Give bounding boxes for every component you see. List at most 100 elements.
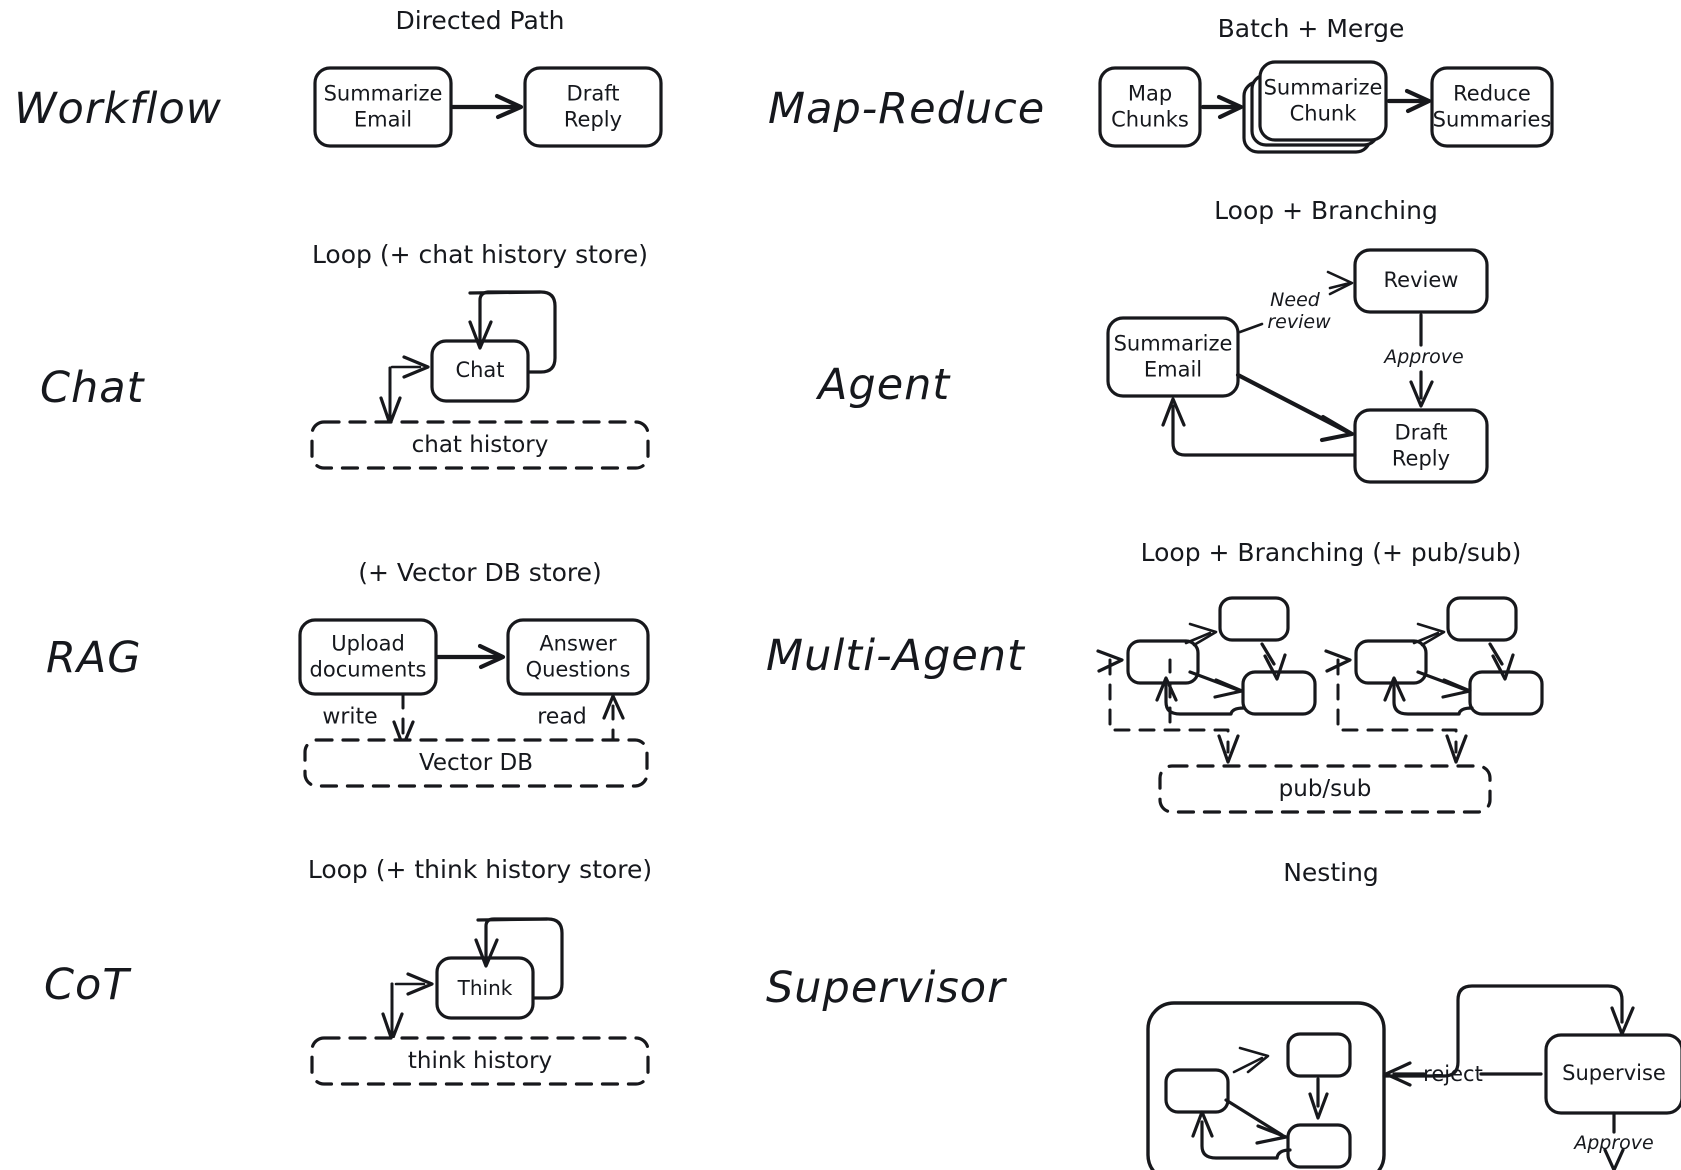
node-review (1353, 248, 1489, 314)
store-label-think-history: think history (407, 1048, 553, 1074)
cot-graph (310, 917, 650, 1086)
arrowhead (1188, 622, 1218, 647)
row-label-supervisor: Supervisor (766, 963, 1006, 1013)
arrowhead (1319, 414, 1355, 443)
arrowhead (1217, 734, 1240, 764)
caption-agent: Loop + Branching (1214, 196, 1438, 225)
edge-b-top-to-right (1488, 642, 1504, 666)
row-label-map-reduce: Map-Reduce (768, 84, 1046, 134)
store-think-history (310, 1036, 650, 1086)
multi-agent-cluster-a (1096, 596, 1317, 764)
node-label-draft-reply: Draft Reply (563, 81, 623, 131)
row-label-multi-agent: Multi-Agent (766, 631, 1025, 681)
store-label-chat-history: chat history (411, 432, 549, 458)
workflow-graph (313, 66, 663, 148)
node-label-upload-documents: Upload documents (309, 631, 427, 681)
row-label-chat: Chat (40, 363, 145, 413)
arrowhead (1491, 653, 1515, 681)
edge-chat-self-loop (478, 290, 542, 347)
edge-group-to-supervise (1382, 984, 1624, 1078)
caption-workflow: Directed Path (395, 6, 565, 35)
node-label-ag-summarize-email: Summarize Email (1113, 331, 1233, 381)
node-label-answer-questions: Answer Questions (525, 631, 631, 681)
arrowhead-dashed-in (402, 355, 430, 379)
edge-label-need: Need (1270, 289, 1320, 311)
edge-b-dashed-left (1336, 658, 1458, 754)
supervisor-graph (1146, 984, 1681, 1170)
arrowhead (1238, 1046, 1270, 1074)
arrowhead-dashed-in (406, 972, 434, 996)
edge-b-left-to-top (1412, 631, 1440, 645)
caption-chat: Loop (+ chat history store) (311, 240, 649, 269)
node-label-think: Think (457, 975, 513, 1000)
multi-agent-graph (1096, 596, 1544, 814)
node-label-summarize-chunk: Summarize Chunk (1263, 75, 1383, 125)
arrowhead (1216, 94, 1244, 120)
node-b-left (1354, 639, 1428, 685)
edge-label-approve: Approve (1384, 346, 1464, 368)
node-summarize-chunk (1258, 60, 1388, 142)
edge-a-left-to-top (1184, 631, 1212, 645)
node-label-ag-draft-reply: Draft Reply (1391, 420, 1451, 470)
row-label-rag: RAG (46, 633, 142, 683)
edge-label-read: read (537, 704, 587, 730)
map-reduce-graph (1098, 60, 1554, 154)
edge-summarize-to-review (1238, 322, 1264, 334)
node-chat-card-back (468, 290, 557, 374)
arrowhead (1263, 653, 1287, 681)
node-reduce-summaries (1430, 66, 1554, 148)
node-label-review: Review (1383, 268, 1459, 293)
row-label-workflow: Workflow (14, 84, 222, 134)
arrowhead (474, 938, 499, 968)
node-a-right (1241, 670, 1317, 716)
arrowhead (1161, 397, 1186, 427)
edge-think-self-loop (484, 917, 549, 964)
node-label-map-chunks: Map Chunks (1111, 81, 1189, 131)
arrowhead (1155, 676, 1178, 702)
store-label-vector-db: Vector DB (418, 750, 534, 776)
arrowhead (1324, 649, 1352, 673)
arrowhead (1445, 734, 1468, 764)
edge-a-right-to-left-loop (1164, 684, 1246, 716)
node-summarize-email (1106, 316, 1240, 398)
agent-graph (1106, 248, 1489, 484)
node-answer-questions (506, 618, 650, 696)
node-label-supervise: Supervise (1562, 1061, 1666, 1086)
store-label-pub-sub: pub/sub (1278, 776, 1372, 802)
arrowhead (477, 643, 506, 670)
arrowhead (1404, 88, 1432, 114)
caption-cot: Loop (+ think history store) (307, 855, 653, 884)
node-label-summarize-email: Summarize Email (323, 81, 443, 131)
edge-sub-left-to-bottom (1224, 1098, 1284, 1137)
node-sub-bottom (1286, 1123, 1352, 1169)
arrowhead (1384, 1061, 1412, 1087)
caption-map-reduce: Batch + Merge (1217, 14, 1405, 43)
edge-label-sup-approve: Approve (1574, 1132, 1654, 1154)
node-map-chunks (1098, 66, 1202, 148)
arrowhead (1409, 380, 1434, 408)
row-label-cot: CoT (44, 960, 130, 1010)
store-chat-history (310, 420, 650, 470)
arrowhead (1308, 1092, 1329, 1120)
arrowhead (1603, 1148, 1625, 1170)
node-a-top (1218, 596, 1290, 642)
node-draft-reply (1353, 408, 1489, 484)
arrowhead (1383, 676, 1406, 702)
caption-supervisor: Nesting (1283, 858, 1379, 887)
node-b-top (1446, 596, 1518, 642)
arrowhead (468, 320, 493, 350)
rag-graph (298, 618, 650, 788)
edge-sub-left-to-top (1232, 1056, 1264, 1074)
arrowhead (1326, 270, 1354, 296)
arrowhead (1096, 649, 1124, 673)
multi-agent-cluster-b (1324, 596, 1544, 764)
edge-a-dashed-left (1108, 658, 1230, 754)
node-sub-top (1286, 1032, 1352, 1078)
caption-multi-agent: Loop + Branching (+ pub/sub) (1140, 538, 1522, 567)
edge-label-reject: reject (1423, 1062, 1483, 1086)
edge-a-top-to-right (1260, 642, 1276, 666)
arrowhead (1213, 678, 1244, 699)
node-label-chat: Chat (455, 358, 505, 383)
node-label-reduce-summaries: Reduce Summaries (1432, 81, 1552, 131)
